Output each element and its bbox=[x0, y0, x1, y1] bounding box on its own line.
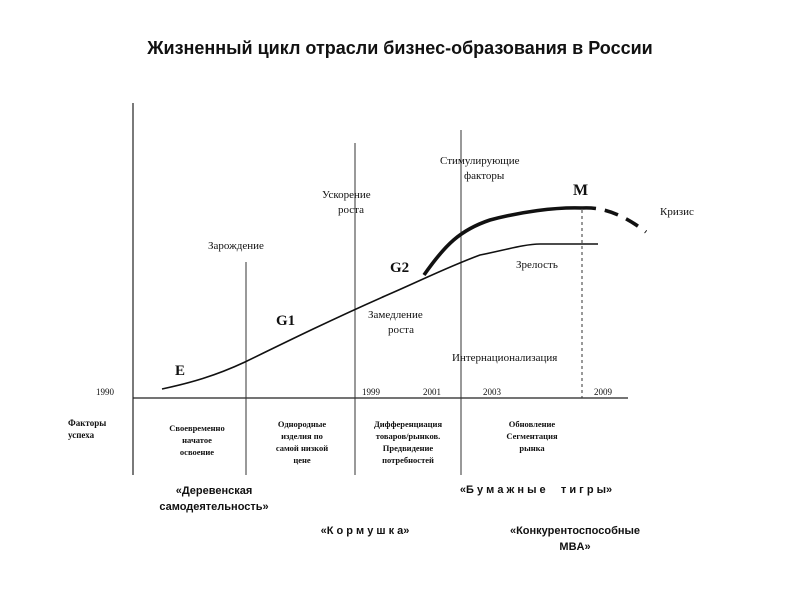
nickname-bumazhnye: «Б у м а ж н ы е т и г р ы» bbox=[460, 484, 612, 496]
nickname-mba: «Конкурентоспособные MBA» bbox=[510, 525, 640, 553]
success-col-4-line: Обновление bbox=[509, 419, 556, 429]
label-stimul-2: факторы bbox=[464, 170, 505, 182]
success-col-4: Обновление Сегментация рынка bbox=[506, 419, 558, 453]
year-1999: 1999 bbox=[362, 387, 381, 397]
success-col-3-line: Предвидение bbox=[383, 443, 434, 453]
label-krizis: Кризис bbox=[660, 206, 694, 218]
stimulated-growth-curve bbox=[422, 206, 583, 277]
success-col-3-line: потребностей bbox=[382, 455, 434, 465]
nickname-derevenskaya-line: самодеятельность» bbox=[159, 501, 268, 513]
marker-m: M bbox=[573, 182, 588, 199]
success-col-2: Однородные изделия по самой низкой цене bbox=[276, 419, 328, 465]
nickname-derevenskaya-line: «Деревенская bbox=[176, 485, 253, 497]
success-header-2: успеха bbox=[68, 430, 95, 440]
success-col-2-line: изделия по bbox=[281, 431, 323, 441]
success-col-2-line: самой низкой bbox=[276, 443, 328, 453]
label-stimul-1: Стимулирующие bbox=[440, 155, 520, 167]
success-col-1-line: начатое bbox=[182, 435, 212, 445]
success-col-3-line: Дифференциация bbox=[374, 419, 443, 429]
nickname-derevenskaya: «Деревенская самодеятельность» bbox=[159, 485, 268, 513]
success-col-3: Дифференциация товаров/рынков. Предвиден… bbox=[374, 419, 443, 465]
success-col-1-line: освоение bbox=[180, 447, 214, 457]
label-uskorenie-2: роста bbox=[338, 204, 364, 216]
year-2001: 2001 bbox=[423, 387, 441, 397]
lifecycle-curve bbox=[161, 243, 598, 390]
year-2003: 2003 bbox=[483, 387, 502, 397]
nickname-mba-line: MBA» bbox=[559, 541, 590, 553]
nickname-mba-line: «Конкурентоспособные bbox=[510, 525, 640, 537]
success-col-2-line: Однородные bbox=[278, 419, 327, 429]
marker-g2: G2 bbox=[390, 260, 409, 276]
nickname-kormushka: «К о р м у ш к а» bbox=[321, 525, 410, 537]
success-header-1: Факторы bbox=[68, 418, 106, 428]
success-col-4-line: рынка bbox=[519, 443, 545, 453]
label-zamedlenie-1: Замедление bbox=[368, 309, 423, 321]
label-zarozhdenie: Зарождение bbox=[208, 240, 264, 252]
year-1990: 1990 bbox=[96, 387, 115, 397]
year-2009: 2009 bbox=[594, 387, 613, 397]
label-uskorenie-1: Ускорение bbox=[322, 189, 371, 201]
success-col-4-line: Сегментация bbox=[506, 431, 558, 441]
crisis-dashed-curve bbox=[581, 206, 648, 234]
page-title: Жизненный цикл отрасли бизнес-образовани… bbox=[147, 38, 653, 58]
success-col-2-line: цене bbox=[293, 455, 311, 465]
success-col-1-line: Своевременно bbox=[169, 423, 224, 433]
marker-g1: G1 bbox=[276, 313, 295, 329]
success-col-3-line: товаров/рынков. bbox=[376, 431, 440, 441]
label-internacionalizaciya: Интернационализация bbox=[452, 352, 557, 364]
marker-e: E bbox=[175, 363, 185, 379]
label-zamedlenie-2: роста bbox=[388, 324, 414, 336]
label-zrelost: Зрелость bbox=[516, 259, 558, 271]
success-col-1: Своевременно начатое освоение bbox=[169, 423, 224, 457]
